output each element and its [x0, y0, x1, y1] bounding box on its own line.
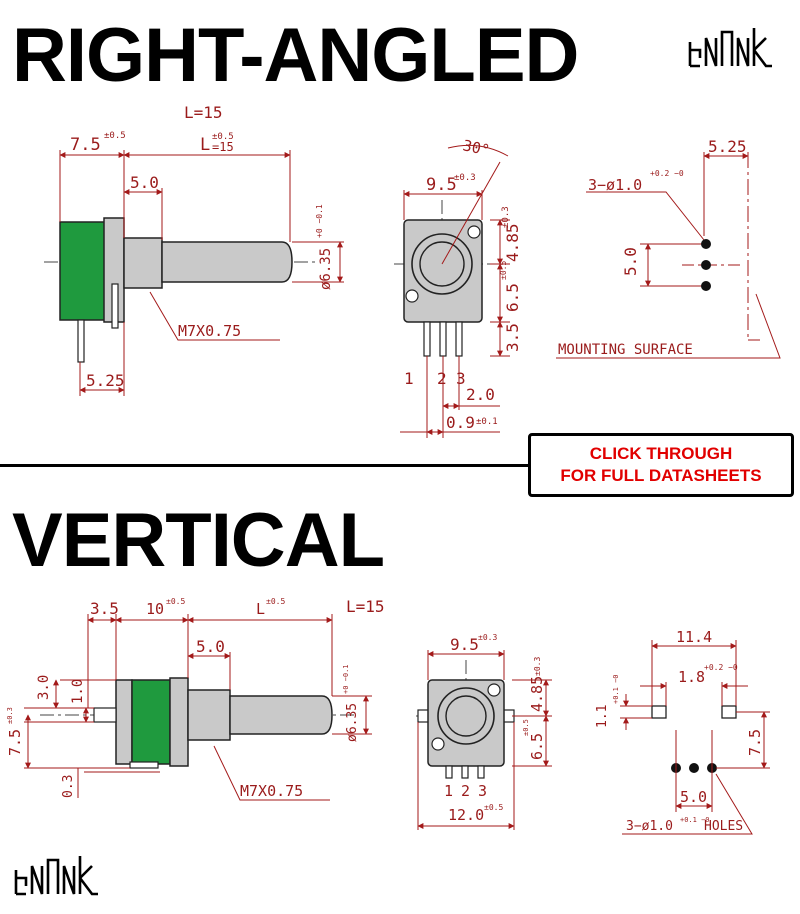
ra-dim-shaft-dia: ø6.35 [318, 248, 334, 290]
ra-pcb-pitch: 5.0 [621, 247, 640, 276]
v-dim-d2: 6.5 [528, 733, 546, 760]
brand-logo-top [688, 28, 772, 68]
v-dim-d1: 4.85 [528, 676, 546, 712]
v-dim-base: 12.0 [448, 806, 484, 824]
v-pcb-inner-tol: +0.2 −0 [704, 663, 738, 672]
ra-dim-shaft-len-tol: ±0.5 [212, 132, 234, 142]
v-dim-left-c-tol: ±0.3 [6, 707, 14, 724]
datasheet-link-button[interactable]: CLICK THROUGH FOR FULL DATASHEETS [528, 433, 794, 497]
v-dim-shaft-dia: ø6.35 [345, 703, 360, 742]
v-side-view: L=15 3.5 10 ±0.5 L ±0.5 5.0 ø6.35 +0 −0.… [6, 597, 385, 801]
ra-dim-shaft-len: L [200, 135, 210, 155]
v-pcb-view: 11.4 1.8 +0.2 −0 1.1 +0.1 −0 7.5 5.0 3−ø… [595, 628, 770, 835]
v-dim-shaft-len-tol: ±0.5 [266, 597, 285, 606]
ra-dim-pin-width-tol: ±0.1 [476, 417, 498, 427]
v-pcb-slot-tol: +0.1 −0 [612, 674, 620, 704]
ra-dim-d1: 4.85 [503, 223, 522, 262]
brand-logo-bottom [14, 856, 98, 896]
v-pcb-holes-suffix: HOLES [704, 819, 743, 834]
v-dim-thread: 5.0 [196, 637, 225, 656]
ra-l-value: L=15 [184, 103, 223, 122]
v-thread-label: M7X0.75 [240, 782, 303, 800]
title-vertical: VERTICAL [12, 498, 385, 583]
v-pcb-slot: 1.1 [595, 705, 610, 728]
v-pcb-holes: 3−ø1.0 [626, 819, 673, 834]
ra-dim-shaft-dia-tol: +0 −0.1 [315, 204, 324, 238]
ra-pin-1: 1 [404, 369, 414, 388]
v-dim-width: 9.5 [450, 635, 479, 654]
v-pin-2: 2 [461, 782, 470, 800]
cta-line-1: CLICK THROUGH [589, 444, 733, 463]
ra-dim-d2-tol: ±0.5 [499, 261, 508, 280]
ra-pcb-holes: 3−ø1.0 [588, 176, 642, 194]
ra-dim-thread: 5.0 [130, 173, 159, 192]
v-pcb-height: 7.5 [746, 729, 764, 756]
ra-pcb-view: 5.25 3−ø1.0 +0.2 −0 5.0 MOUNTING SURFACE [556, 137, 781, 359]
ra-side-view: L=15 7.5 ±0.5 L ±0.5 =15 5.0 ø6.35 +0 −0… [44, 103, 344, 396]
ra-dim-d2: 6.5 [503, 283, 522, 312]
ra-front-view: 30° 9.5 ±0.3 ±0.3 4.85 6.5 ±0.5 3.5 1 2 … [394, 136, 522, 438]
ra-dim-pitch: 2.0 [466, 385, 495, 404]
ra-dim-body: 7.5 [70, 135, 101, 155]
v-dim-base-tol: ±0.5 [484, 803, 503, 812]
title-right-angled: RIGHT-ANGLED [12, 13, 579, 98]
v-l-value: L=15 [346, 597, 385, 616]
ra-dim-body-tol: ±0.5 [104, 131, 126, 141]
v-dim-shaft-len: L [256, 600, 265, 618]
ra-dim-shaft-len-note: =15 [212, 140, 234, 154]
v-dim-left-d: 0.3 [61, 775, 76, 798]
v-dim-b: 10 [146, 600, 164, 618]
ra-pcb-holes-tol: +0.2 −0 [650, 169, 684, 178]
v-pcb-inner: 1.8 [678, 668, 705, 686]
ra-dim-pin-width: 0.9 [446, 413, 475, 432]
ra-dim-top-tol: ±0.3 [501, 206, 511, 228]
ra-mounting-surface: MOUNTING SURFACE [558, 342, 693, 358]
v-front-view: 9.5 ±0.3 ±0.3 4.85 6.5 ±0.5 1 2 3 12.0 ±… [416, 633, 552, 830]
ra-dim-d3: 3.5 [503, 323, 522, 352]
v-dim-shaft-dia-tol: +0 −0.1 [342, 664, 350, 694]
v-pcb-holes-tol: +0.1 −0 [680, 816, 710, 824]
v-dim-b-tol: ±0.5 [166, 597, 185, 606]
v-pin-1: 1 [444, 782, 453, 800]
v-pcb-pitch: 5.0 [680, 788, 707, 806]
v-dim-d2-tol: ±0.5 [522, 719, 530, 736]
v-dim-left-a: 3.0 [36, 675, 52, 700]
ra-body [59, 221, 109, 321]
ra-dim-width-tol: ±0.3 [454, 173, 476, 183]
v-pin-3: 3 [478, 782, 487, 800]
v-dim-left-c: 7.5 [6, 729, 24, 756]
v-dim-a: 3.5 [90, 599, 119, 618]
ra-dim-width: 9.5 [426, 175, 457, 195]
v-dim-left-b: 1.0 [70, 679, 86, 704]
section-divider [0, 464, 530, 467]
cta-line-2: FOR FULL DATASHEETS [560, 466, 762, 485]
v-body [131, 679, 171, 765]
ra-dim-pin-offset: 5.25 [86, 371, 125, 390]
ra-thread-label: M7X0.75 [178, 322, 241, 340]
ra-pcb-offset: 5.25 [708, 137, 747, 156]
v-dim-width-tol: ±0.3 [478, 633, 497, 642]
ra-pin-3: 3 [456, 369, 466, 388]
v-dim-top-tol: ±0.3 [533, 657, 542, 676]
ra-pin-2: 2 [437, 369, 447, 388]
v-pcb-span: 11.4 [676, 628, 712, 646]
ra-dim-angle: 30° [461, 136, 491, 159]
